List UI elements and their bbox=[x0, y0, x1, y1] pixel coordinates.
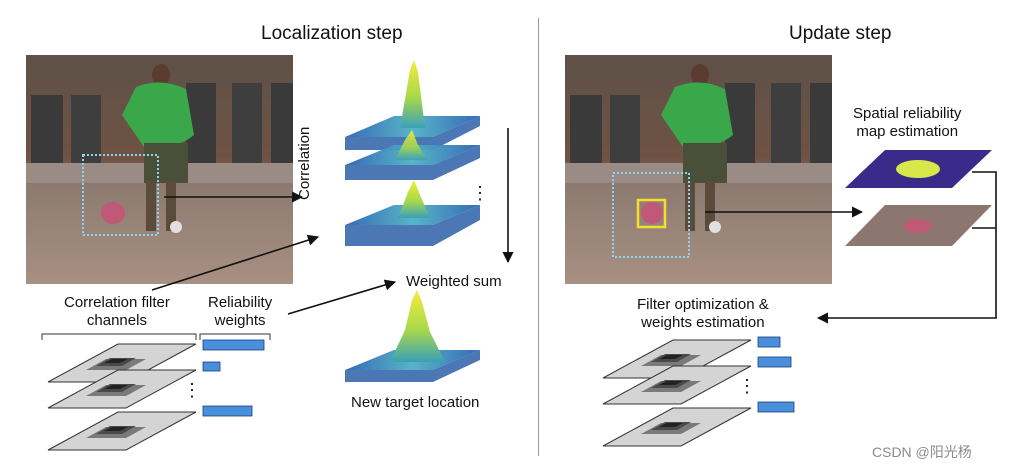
watermark: CSDN @阳光杨 bbox=[872, 442, 972, 462]
filter-opt-line2: weights estimation bbox=[637, 314, 769, 332]
filter-channels-line1: Correlation filter bbox=[64, 294, 170, 312]
arrow-weights-to-sum bbox=[288, 282, 395, 314]
filter-optimization-label: Filter optimization & weights estimation bbox=[637, 296, 769, 332]
filter-channel-grids bbox=[48, 344, 196, 450]
reliability-weights-label: Reliability weights bbox=[208, 294, 272, 330]
spatial-line2: map estimation bbox=[853, 123, 961, 141]
correlation-label: Correlation bbox=[296, 127, 314, 200]
filter-channels-label: Correlation filter channels bbox=[64, 294, 170, 330]
correlation-surfaces bbox=[345, 60, 480, 382]
new-target-label: New target location bbox=[351, 394, 479, 412]
result-surface bbox=[345, 290, 480, 382]
ellipsis-updated: ⋮ bbox=[738, 376, 756, 397]
reliability-line1: Reliability bbox=[208, 294, 272, 312]
ellipsis-channels: ⋮ bbox=[183, 380, 201, 401]
patch-image bbox=[845, 205, 992, 246]
spatial-line1: Spatial reliability bbox=[853, 105, 961, 123]
reliability-line2: weights bbox=[208, 312, 272, 330]
weights-bracket bbox=[200, 334, 270, 340]
filter-channels-line2: channels bbox=[64, 312, 170, 330]
spatial-reliability-map bbox=[845, 150, 992, 188]
surface-3 bbox=[345, 180, 480, 246]
left-video-frame bbox=[26, 55, 293, 284]
updated-filter-grids bbox=[603, 340, 751, 446]
ellipsis-surfaces: ⋮ bbox=[471, 183, 489, 204]
right-video-frame bbox=[565, 55, 832, 284]
filter-opt-line1: Filter optimization & bbox=[637, 296, 769, 314]
reliability-bars bbox=[203, 340, 264, 416]
updated-weight-bars bbox=[758, 337, 794, 412]
weighted-sum-label: Weighted sum bbox=[406, 273, 502, 291]
spatial-reliability-label: Spatial reliability map estimation bbox=[853, 105, 961, 141]
channels-bracket bbox=[42, 334, 196, 340]
